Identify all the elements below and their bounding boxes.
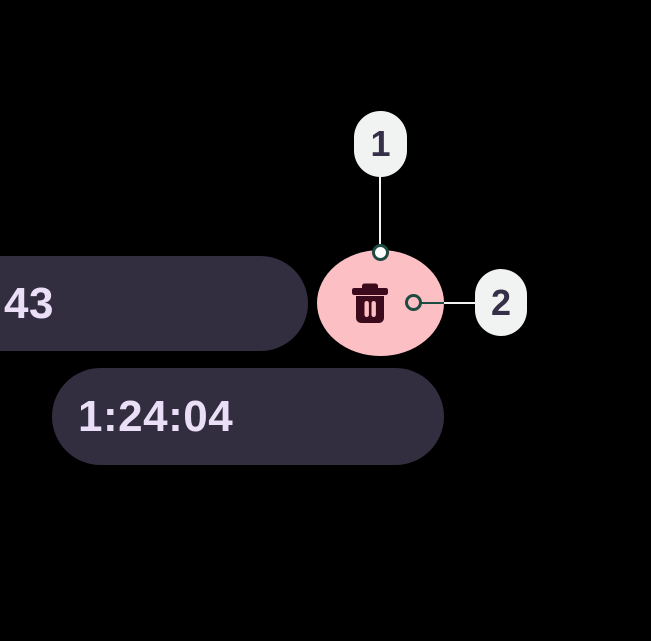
- delete-action-bubble[interactable]: [317, 250, 444, 356]
- callout-leader-line-2-inner: [414, 302, 444, 304]
- callout-badge-2[interactable]: 2: [475, 269, 527, 336]
- callout-badge-2-number: 2: [490, 281, 512, 323]
- callout-badge-1-number: 1: [370, 123, 391, 164]
- duration-bar-label: 1:24:04: [78, 391, 234, 441]
- duration-bar[interactable]: 1:24:04: [52, 368, 444, 465]
- callout-leader-line-1: [379, 170, 381, 254]
- callout-anchor-dot-1[interactable]: [372, 244, 389, 261]
- count-bar-label: 43: [4, 278, 54, 328]
- callout-anchor-dot-2[interactable]: [405, 294, 422, 311]
- callout-badge-1[interactable]: 1: [354, 111, 407, 177]
- trash-icon: [351, 283, 388, 323]
- callout-leader-line-2: [420, 302, 478, 304]
- count-bar[interactable]: 43: [0, 256, 308, 351]
